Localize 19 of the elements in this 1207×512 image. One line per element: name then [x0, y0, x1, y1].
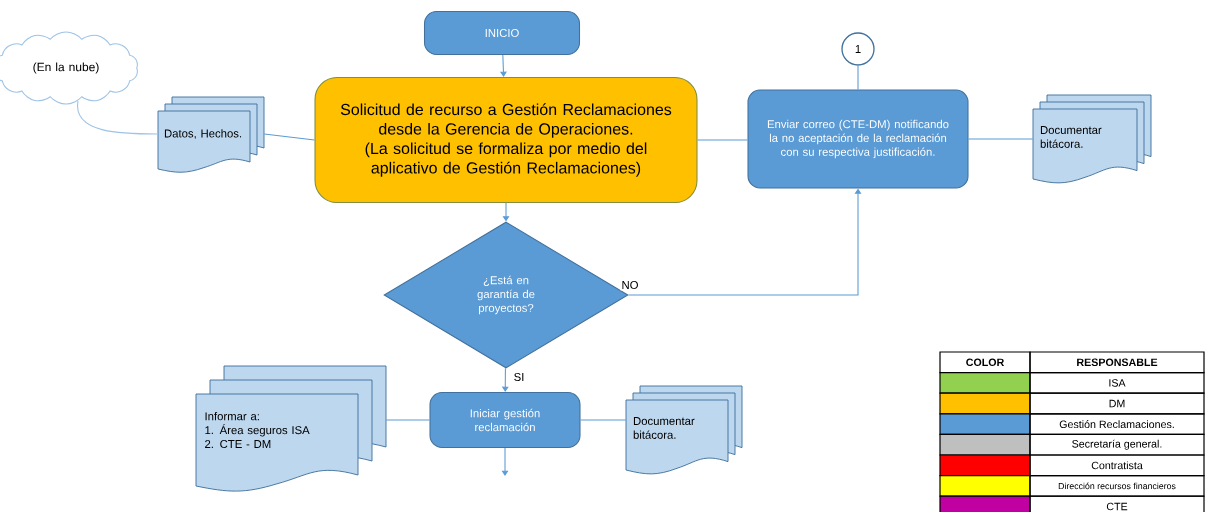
- legend-cell: Dirección recursos financieros: [1029, 475, 1205, 497]
- table-header-cell: RESPONSABLE: [1029, 351, 1205, 374]
- arrow: [501, 447, 509, 476]
- document-stack: Informar a: 1. Área seguros ISA 2. CTE - DM: [195, 365, 387, 492]
- edge-label: NO: [620, 279, 640, 291]
- legend-cell: ISA: [1029, 372, 1205, 394]
- document-stack: Documentar bitácora.: [625, 385, 743, 475]
- process-box: INICIO: [423, 10, 581, 56]
- process-box: Enviar correo (CTE-DM) notificando la no aceptación de la reclamación con su respectiva justificación.: [747, 89, 969, 189]
- document-stack: Documentar bitácora.: [1032, 94, 1152, 184]
- document-stack: Datos, Hechos.: [157, 96, 265, 173]
- legend-cell: Gestión Reclamaciones.: [1029, 413, 1205, 435]
- legend-cell: Contratista: [1029, 454, 1205, 477]
- legend-cell: DM: [1029, 392, 1205, 415]
- process-box: Iniciar gestión reclamación: [429, 391, 581, 449]
- edge-label: SI: [512, 371, 526, 383]
- process-box: Solicitud de recurso a Gestión Reclamaciones desde la Gerencia de Operaciones. (La solicitud se formaliza por medio del aplicativo de Gestión Reclamaciones): [314, 76, 698, 204]
- legend-cell: CTE: [1029, 495, 1205, 512]
- legend-cell: Secretaría general.: [1029, 433, 1205, 456]
